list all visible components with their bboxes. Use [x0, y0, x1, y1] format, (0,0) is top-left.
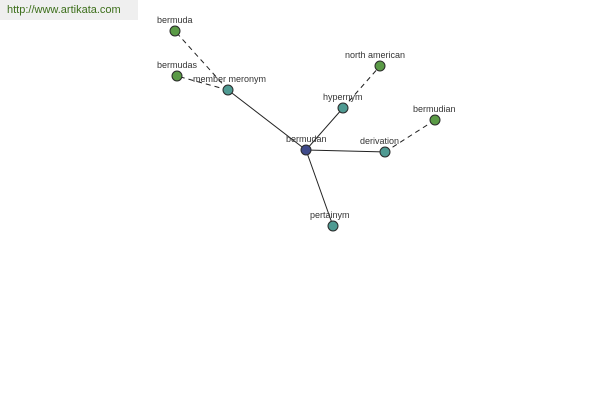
node-dot-derivation[interactable] — [379, 146, 391, 158]
node-north-american[interactable]: north american — [345, 50, 405, 72]
graph-edges — [174, 30, 436, 227]
node-derivation[interactable]: derivation — [360, 136, 399, 158]
edge-bermudan-to-pertainym — [305, 149, 334, 227]
edge-member-meronym-to-bermuda — [174, 30, 229, 91]
node-label-derivation[interactable]: derivation — [360, 136, 399, 146]
edge-bermudan-to-member-meronym — [227, 89, 307, 151]
node-dot-bermudian[interactable] — [429, 114, 441, 126]
node-dot-pertainym[interactable] — [327, 220, 339, 232]
edge-bermudan-to-hypernym — [305, 107, 344, 151]
node-bermudas[interactable]: bermudas — [157, 60, 198, 82]
node-hypernym[interactable]: hypernym — [323, 92, 363, 114]
node-label-north-american[interactable]: north american — [345, 50, 405, 60]
source-url[interactable]: http://www.artikata.com — [0, 0, 138, 20]
node-label-bermudian[interactable]: bermudian — [413, 104, 456, 114]
edge-derivation-to-bermudian — [384, 119, 436, 153]
edge-hypernym-to-north-american — [342, 65, 381, 109]
node-label-member-meronym[interactable]: member meronym — [193, 74, 266, 84]
node-label-bermudas[interactable]: bermudas — [157, 60, 198, 70]
node-label-hypernym[interactable]: hypernym — [323, 92, 363, 102]
node-dot-hypernym[interactable] — [337, 102, 349, 114]
node-bermuda[interactable]: bermuda — [157, 15, 193, 37]
node-label-bermudan[interactable]: bermudan — [286, 134, 327, 144]
node-dot-bermudan[interactable] — [300, 144, 312, 156]
node-label-pertainym[interactable]: pertainym — [310, 210, 350, 220]
node-dot-member-meronym[interactable] — [222, 84, 234, 96]
node-dot-bermudas[interactable] — [171, 70, 183, 82]
node-dot-bermuda[interactable] — [169, 25, 181, 37]
node-bermudian[interactable]: bermudian — [413, 104, 456, 126]
node-pertainym[interactable]: pertainym — [310, 210, 350, 232]
node-bermudan[interactable]: bermudan — [286, 134, 327, 156]
node-label-bermuda[interactable]: bermuda — [157, 15, 193, 25]
node-dot-north-american[interactable] — [374, 60, 386, 72]
graph-nodes: bermudan member meronym hypernym derivation… — [157, 15, 456, 232]
edge-bermudan-to-derivation — [305, 149, 386, 153]
node-member-meronym[interactable]: member meronym — [193, 74, 266, 96]
